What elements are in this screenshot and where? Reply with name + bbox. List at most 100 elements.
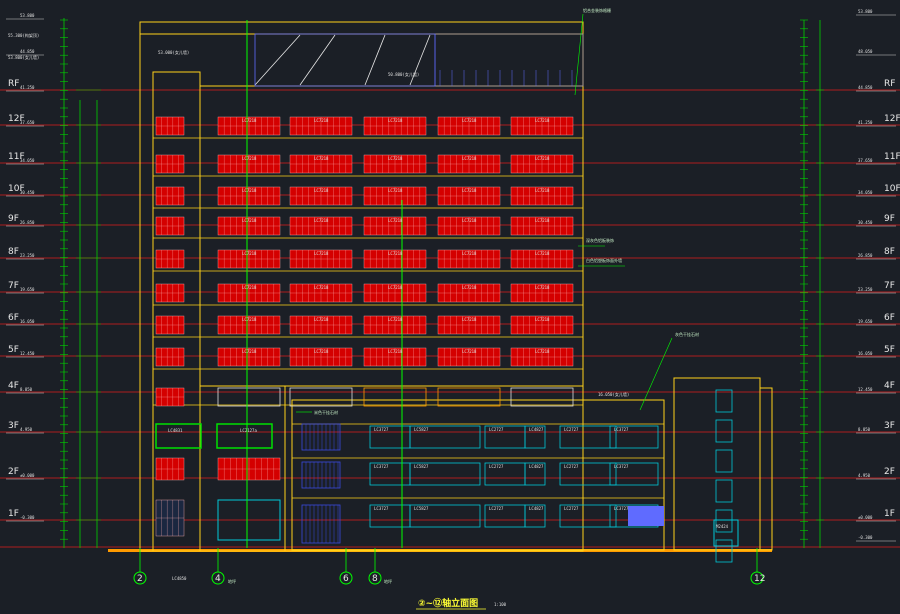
window-tag: LC2727 bbox=[489, 427, 504, 432]
elev-right-5: 34.050 bbox=[858, 190, 873, 195]
elev-left-5: 30.450 bbox=[20, 190, 35, 195]
elev-right-2: 44.850 bbox=[858, 85, 873, 90]
green-window-2 bbox=[216, 423, 273, 449]
window-tag: LC7218 bbox=[535, 188, 550, 193]
floor-label-right-8F: 8F bbox=[884, 247, 895, 257]
window-tag: LC7218 bbox=[242, 349, 257, 354]
tag-parapet: 50.800(女儿墙) bbox=[388, 71, 419, 77]
elev-right-9: 19.650 bbox=[858, 319, 873, 324]
window-tag: LC7218 bbox=[462, 251, 477, 256]
leader bbox=[639, 337, 673, 411]
elev-left-13: ±0.000 bbox=[20, 473, 35, 478]
window-tag: LC2727 bbox=[489, 506, 504, 511]
fourth-floor-window bbox=[437, 387, 501, 407]
elev-right-14: ±0.000 bbox=[858, 515, 873, 520]
floor-label-left-12F: 12F bbox=[8, 114, 25, 124]
window-tag: LC7218 bbox=[388, 285, 403, 290]
window-tag: LC7218 bbox=[314, 156, 329, 161]
floor-label-right-10F: 10F bbox=[884, 184, 900, 194]
window-tag: LC4831 bbox=[168, 428, 183, 433]
elev-left-8: 19.650 bbox=[20, 287, 35, 292]
elev-right-10: 16.050 bbox=[858, 351, 873, 356]
axis-6-label: 6 bbox=[343, 574, 349, 584]
window-tag: LC2727 bbox=[489, 464, 504, 469]
right-tower-door bbox=[713, 519, 739, 547]
roof-truss-2 bbox=[364, 34, 386, 86]
elev-left-3: 37.650 bbox=[20, 120, 35, 125]
roof-mesh bbox=[434, 33, 584, 87]
floor-label-left-11F: 11F bbox=[8, 152, 25, 162]
window-tag: LC3727 bbox=[614, 506, 629, 511]
elev-left-0: 53.800 bbox=[20, 13, 35, 18]
floor-label-right-12F: 12F bbox=[884, 114, 900, 124]
right-edge-block bbox=[759, 387, 773, 551]
podium-window bbox=[409, 462, 481, 486]
window-tag: LC3727 bbox=[614, 464, 629, 469]
window-tag: LC5827 bbox=[414, 506, 429, 511]
window-tag: LC7218 bbox=[388, 218, 403, 223]
fourth-floor-window bbox=[217, 387, 281, 407]
floor-label-right-7F: 7F bbox=[884, 281, 895, 291]
window-tag: LC7218 bbox=[388, 188, 403, 193]
window-tag: LC5827 bbox=[414, 464, 429, 469]
window-tag: LC4827 bbox=[529, 464, 544, 469]
window-tag: LC4827 bbox=[529, 506, 544, 511]
windows bbox=[155, 116, 739, 563]
right-tower-window bbox=[715, 479, 733, 503]
right-tower-window bbox=[715, 509, 733, 533]
floor-label-right-RF: RF bbox=[884, 79, 895, 89]
podium-right bbox=[582, 399, 665, 551]
elev-right-0: 53.800 bbox=[858, 9, 873, 14]
elev-note-left-1: 55.300(构架顶) bbox=[8, 32, 39, 38]
window-tag: LC7218 bbox=[535, 285, 550, 290]
elev-left-12: 4.950 bbox=[20, 427, 33, 432]
window-tag: LC7218 bbox=[388, 349, 403, 354]
elev-right-3: 41.250 bbox=[858, 120, 873, 125]
axis-2-bubble bbox=[133, 571, 147, 585]
elev-right-1: 48.050 bbox=[858, 49, 873, 54]
floor-label-left-10F: 10F bbox=[8, 184, 25, 194]
elev-left-9: 16.050 bbox=[20, 319, 35, 324]
fourth-floor-window bbox=[363, 387, 427, 407]
axis-6-bubble bbox=[339, 571, 353, 585]
window-tag: LC7218 bbox=[535, 349, 550, 354]
window-tag: LC7218 bbox=[242, 156, 257, 161]
left-ground-window bbox=[217, 499, 281, 541]
window-tag: LC7218 bbox=[314, 188, 329, 193]
window-tag: LC7218 bbox=[462, 156, 477, 161]
floor-label-left-6F: 6F bbox=[8, 313, 19, 323]
right-tower-window bbox=[715, 539, 733, 563]
window-tag: LC7218 bbox=[462, 285, 477, 290]
axis-12-label: 12 bbox=[754, 574, 765, 584]
podium-window bbox=[409, 425, 481, 449]
podium-window bbox=[524, 462, 546, 486]
floor-label-right-4F: 4F bbox=[884, 381, 895, 391]
floor-label-left-8F: 8F bbox=[8, 247, 19, 257]
dimension-chains bbox=[6, 14, 896, 548]
axis-12-bubble bbox=[750, 571, 764, 585]
elev-left-7: 23.250 bbox=[20, 253, 35, 258]
elev-left-4: 34.050 bbox=[20, 158, 35, 163]
elev-right-7: 26.850 bbox=[858, 253, 873, 258]
axis-2-label: 2 bbox=[137, 574, 143, 584]
drawing-scale: 1:100 bbox=[494, 602, 507, 607]
fourth-floor-window bbox=[289, 387, 353, 407]
axis-8-bubble bbox=[368, 571, 382, 585]
green-window-1 bbox=[155, 423, 202, 449]
window-tag: LC7218 bbox=[314, 218, 329, 223]
window-tag: LC7218 bbox=[388, 118, 403, 123]
axis-lines bbox=[133, 20, 764, 585]
fourth-floor-window bbox=[510, 387, 574, 407]
elev-left-11: 8.850 bbox=[20, 387, 33, 392]
window-tag: LC7218 bbox=[462, 218, 477, 223]
right-tower-window bbox=[715, 419, 733, 443]
elev-right-4: 37.650 bbox=[858, 158, 873, 163]
window-tag: LC7218 bbox=[462, 349, 477, 354]
elev-right-15: -0.300 bbox=[858, 535, 873, 540]
roof-truss-3 bbox=[409, 34, 431, 86]
window-tag: LC7218 bbox=[388, 317, 403, 322]
window-tag: LC3727 bbox=[374, 464, 389, 469]
floor-label-left-5F: 5F bbox=[8, 345, 19, 355]
